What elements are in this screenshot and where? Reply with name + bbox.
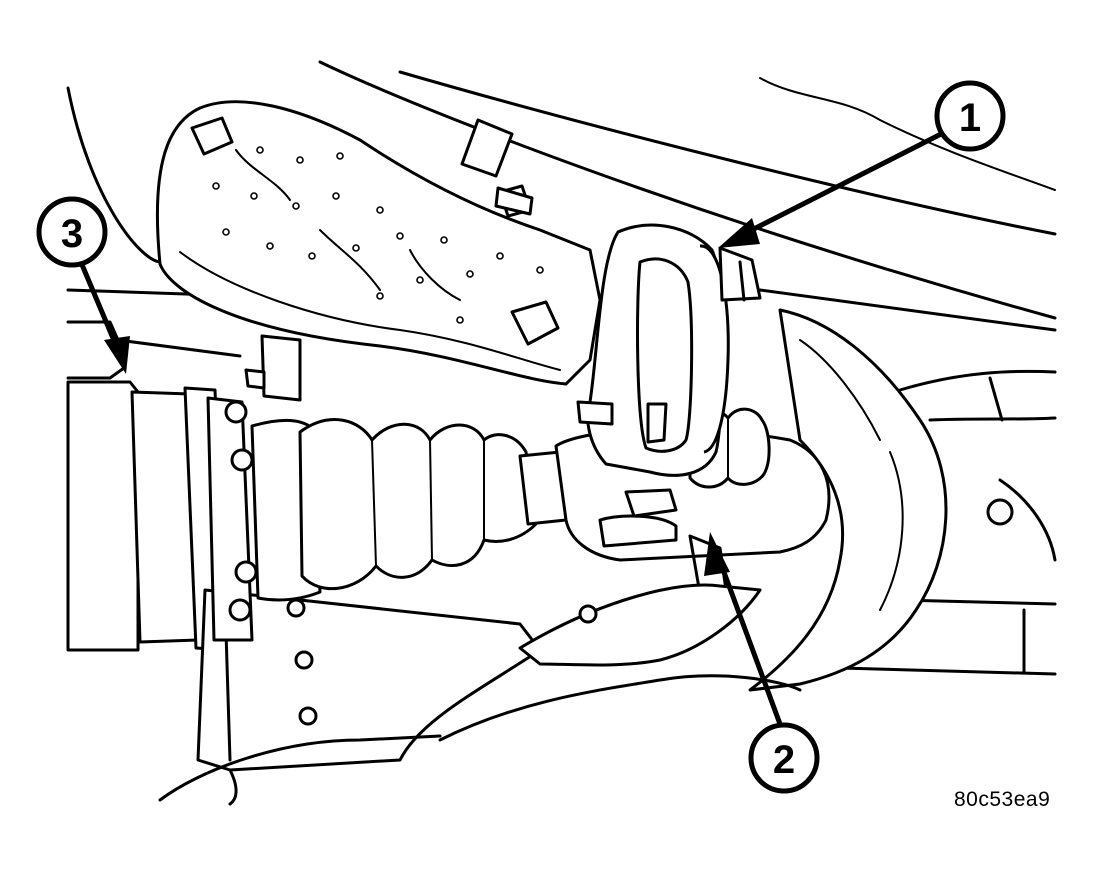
callout-3-circle [36, 196, 108, 268]
callout-1-label: 1 [959, 96, 981, 140]
cv-boot [298, 418, 568, 591]
exhaust-pipe [748, 308, 1014, 692]
callout-2-circle [748, 722, 820, 794]
callout-3: 3 [36, 196, 130, 374]
crossmember [438, 583, 802, 742]
heat-shield [155, 100, 602, 386]
callout-3-label: 3 [61, 212, 83, 256]
center-bearing-mount [576, 223, 762, 477]
callout-1: 1 [718, 80, 1006, 248]
upper-mount-tabs [244, 118, 534, 402]
figure-code: 80c53ea9 [954, 788, 1051, 811]
callout-2-label: 2 [773, 738, 795, 782]
transmission-housing [66, 380, 227, 652]
heat-shield-dots [212, 146, 544, 324]
callout-1-circle [934, 80, 1006, 152]
callout-2: 2 [704, 532, 820, 794]
vehicle-frame-lines [66, 60, 1057, 676]
